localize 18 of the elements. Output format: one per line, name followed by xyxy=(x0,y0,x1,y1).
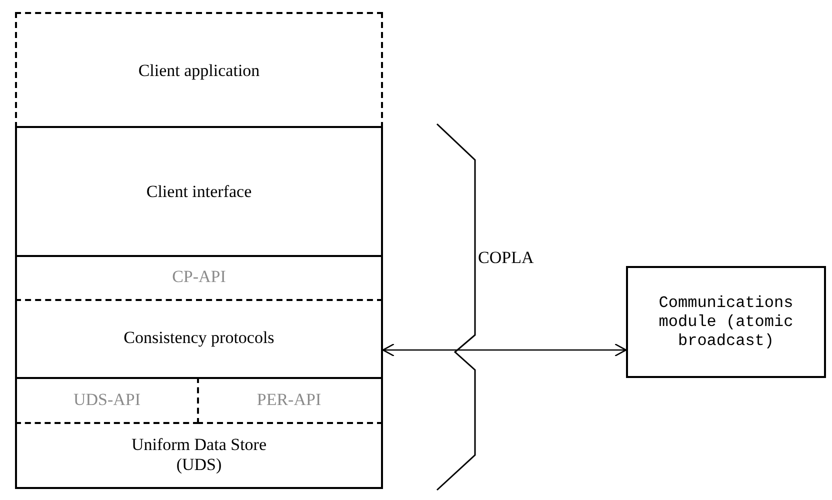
bracket-label: COPLA xyxy=(478,248,534,268)
layer-box xyxy=(15,299,383,379)
interface-label: PER-API xyxy=(256,390,322,410)
layer-box xyxy=(197,377,383,424)
layer-box xyxy=(15,255,383,301)
layer-label: Client application xyxy=(138,61,260,81)
layer-label: Client interface xyxy=(146,182,252,202)
interface-label: CP-API xyxy=(172,267,226,287)
layer-box xyxy=(15,12,383,128)
module-box xyxy=(626,266,826,378)
layer-box xyxy=(15,377,199,424)
interface-label: UDS-API xyxy=(73,390,141,410)
layer-box xyxy=(15,126,383,257)
layer-label: Uniform Data Store (UDS) xyxy=(130,434,268,474)
layer-box xyxy=(15,422,383,489)
layer-label: Consistency protocols xyxy=(124,328,274,348)
double-arrow xyxy=(382,343,627,357)
layer-label: Communications module (atomic broadcast) xyxy=(658,294,794,350)
